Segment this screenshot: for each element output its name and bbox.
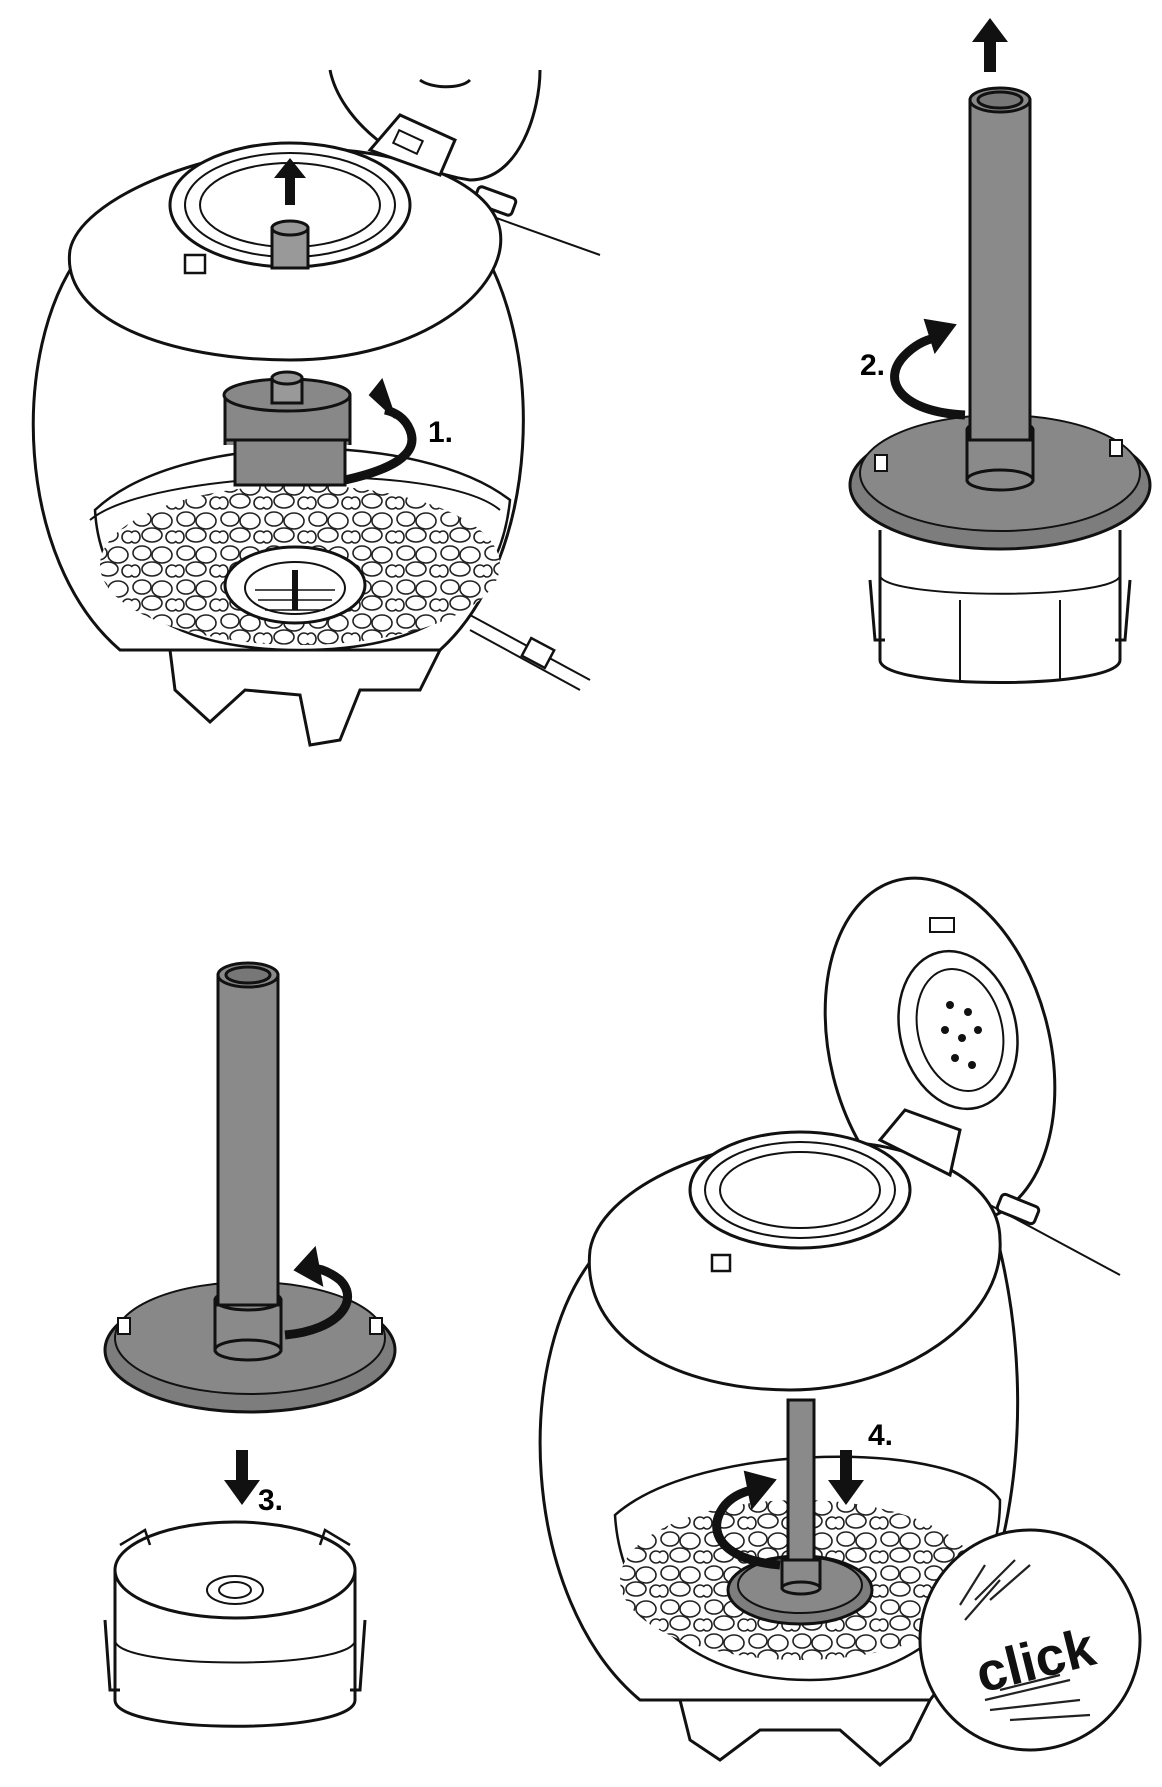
rotate-arrow-icon xyxy=(344,405,417,485)
step-label-3: 3. xyxy=(258,1484,283,1517)
step-label-1: 1. xyxy=(428,416,453,449)
step-label-4: 4. xyxy=(868,1419,893,1452)
panel-2 xyxy=(848,18,1152,684)
panel-4 xyxy=(538,876,1142,1767)
sphere-base-4 xyxy=(678,1698,933,1767)
panel-3 xyxy=(103,961,397,1728)
riser-tube-4 xyxy=(786,1398,816,1582)
rotate-arrow-icon-3 xyxy=(284,1263,353,1340)
lift-arrow-icon xyxy=(274,158,306,205)
filter-housing xyxy=(878,530,1122,684)
lift-arrow-icon-2 xyxy=(972,18,1008,72)
rotate-arrow-icon-4 xyxy=(712,1485,781,1570)
hose-connector-icon xyxy=(520,636,556,670)
insert-arrow-icon xyxy=(224,1450,260,1505)
panel-1 xyxy=(31,69,601,747)
click-callout xyxy=(918,1528,1142,1752)
cable-connector-icon-4 xyxy=(995,1192,1041,1226)
lid-hinge-4 xyxy=(877,1108,962,1178)
rotate-arrow-icon-2 xyxy=(890,333,966,420)
riser-tube-3 xyxy=(216,973,280,1307)
insert-arrow-icon-4 xyxy=(828,1450,864,1505)
riser-tube xyxy=(968,98,1032,442)
sphere-base xyxy=(168,648,443,747)
step-label-2: 2. xyxy=(860,349,885,382)
click-burst-icon xyxy=(959,1559,1091,1722)
